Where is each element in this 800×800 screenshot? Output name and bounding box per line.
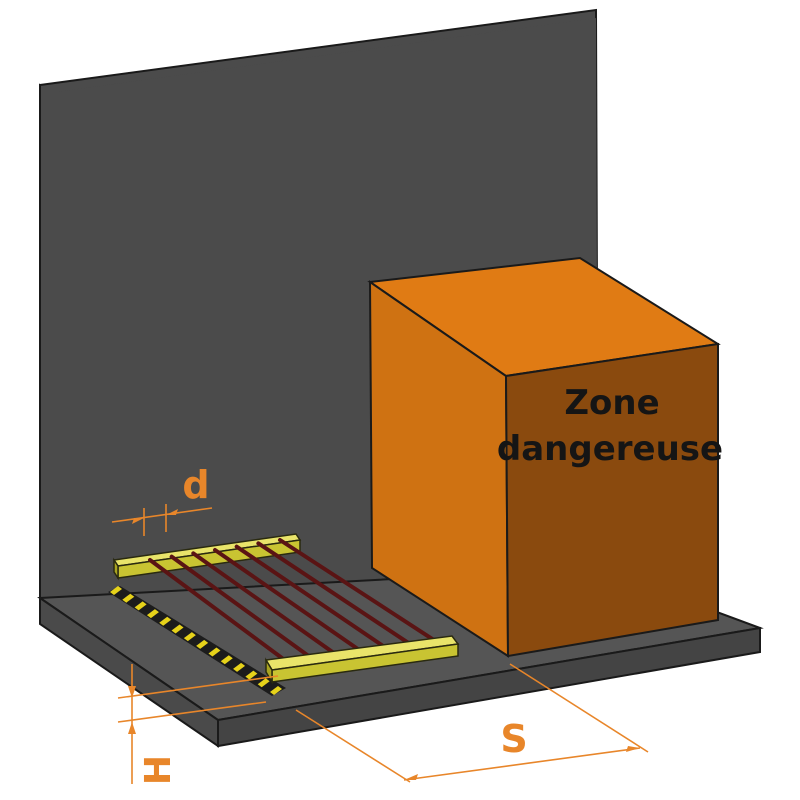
mat-rod	[213, 548, 367, 656]
zone-label-line2: dangereuse	[497, 429, 723, 469]
dimension-s-label: S	[500, 717, 527, 761]
hazard-stripe-segment	[270, 686, 282, 695]
dimension-h-label: H	[138, 755, 179, 785]
hazard-stripe-segment	[208, 647, 221, 657]
hazard-stripe-segment	[183, 632, 196, 642]
hazard-stripe-segment	[122, 593, 135, 603]
dimension-s	[295, 663, 649, 783]
hazard-stripe-segment	[134, 601, 147, 611]
hazard-stripe	[108, 586, 286, 696]
pressure-mat	[112, 533, 460, 685]
hazard-stripe-segment	[257, 678, 270, 688]
mat-rod	[278, 538, 442, 646]
mat-rod	[169, 554, 317, 663]
dimension-d-label: d	[182, 463, 209, 507]
hazard-stripe-segment	[146, 609, 159, 619]
mat-rod	[256, 541, 417, 650]
zone-label-line1: Zone	[564, 383, 659, 423]
hazard-stripe-segment	[220, 655, 233, 665]
hazard-stripe-segment	[196, 639, 209, 649]
hazard-stripe-segment	[171, 624, 184, 634]
hazard-stripe-segment	[233, 662, 246, 672]
hazard-stripe-segment	[110, 586, 122, 595]
mat-rod	[191, 551, 342, 660]
dimension-d	[111, 504, 213, 536]
danger-zone-box: Zone dangereuse	[367, 256, 723, 658]
mat-rod	[234, 544, 392, 653]
hazard-stripe-segment	[159, 616, 172, 626]
mat-rod	[148, 558, 292, 666]
hazard-stripe-segment	[245, 670, 258, 680]
dimension-h	[117, 664, 279, 784]
rod-group	[148, 538, 442, 666]
